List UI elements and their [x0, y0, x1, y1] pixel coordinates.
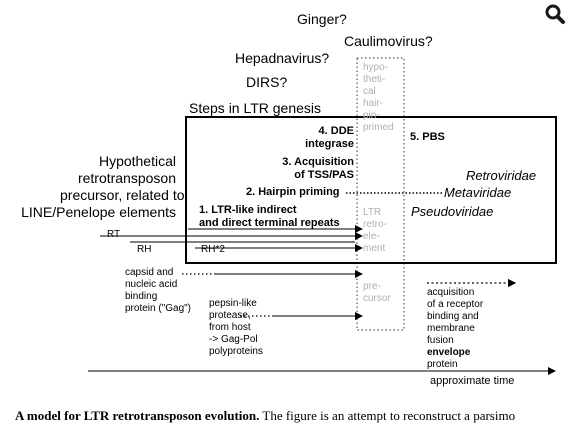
family-pseudoviridae: Pseudoviridae [411, 204, 494, 219]
diagram-lines [88, 57, 557, 375]
caption-title: A model for LTR retrotransposon evolutio… [15, 408, 260, 423]
precursor-label: Hypothetical retrotransposon precursor, … [21, 153, 185, 220]
rh2-label: RH*2 [201, 244, 225, 255]
time-axis-label: approximate time [430, 375, 515, 387]
protease-label: pepsin-like protease, from host -> Gag-P… [209, 298, 263, 357]
family-retroviridae: Retroviridae [466, 168, 537, 183]
rh-label: RH [137, 244, 152, 255]
rt-label: RT [107, 229, 121, 240]
envelope-label: acquisition of a receptor binding and me… [427, 287, 484, 370]
hairpin-primed-label: hypo- theti- cal hair- pin- primed [363, 62, 394, 133]
step1-label: 1. LTR-like indirect and direct terminal… [199, 204, 340, 229]
gag-label: capsid and nucleic acid binding protein … [125, 267, 192, 314]
step3-label: 3. Acquisition of TSS/PAS [282, 156, 354, 181]
family-metaviridae: Metaviridae [444, 185, 512, 200]
diagram-figure: Ginger? Caulimovirus? Hepadnavirus? DIRS… [21, 11, 557, 387]
step4-label: 4. DDE integrase [305, 125, 354, 150]
precursor-column-label: pre- cursor [363, 281, 391, 304]
steps-title: Steps in LTR genesis [189, 100, 322, 116]
magnifier-icon[interactable] [544, 3, 566, 25]
caulimovirus-question: Caulimovirus? [344, 33, 433, 49]
dirs-question: DIRS? [246, 74, 288, 90]
step2-label: 2. Hairpin priming [246, 186, 340, 198]
figure-caption: A model for LTR retrotransposon evolutio… [15, 408, 568, 426]
ltr-retroelement-label: LTR retro- ele- ment [363, 207, 387, 254]
hepadnavirus-question: Hepadnavirus? [235, 50, 330, 66]
ltr-genesis-box [185, 116, 557, 264]
step5-label: 5. PBS [410, 131, 445, 143]
caption-text: The figure is an attempt to reconstruct … [259, 408, 516, 423]
ginger-question: Ginger? [297, 11, 347, 27]
